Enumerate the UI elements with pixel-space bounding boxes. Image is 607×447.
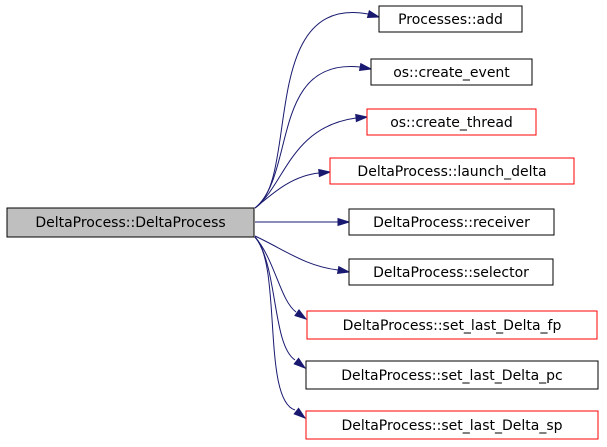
node-receiver[interactable]: DeltaProcess::receiver — [348, 208, 555, 236]
node-source-label: DeltaProcess::DeltaProcess — [35, 215, 225, 231]
edge-line — [254, 117, 357, 209]
edge-line — [254, 172, 320, 209]
node-box — [370, 58, 533, 86]
call-edge-8 — [254, 236, 307, 370]
edge-line — [254, 66, 361, 209]
arrowhead-icon — [355, 113, 369, 123]
node-label: DeltaProcess::receiver — [373, 215, 530, 231]
node-label: Processes::add — [398, 12, 503, 28]
node-label: DeltaProcess::set_last_Delta_fp — [343, 318, 562, 334]
call-edge-7 — [254, 236, 308, 320]
node-label: DeltaProcess::launch_delta — [357, 164, 546, 180]
node-launch-delta[interactable]: DeltaProcess::launch_delta — [329, 157, 575, 185]
node-box — [305, 410, 599, 440]
node-set-last-delta-sp[interactable]: DeltaProcess::set_last_Delta_sp — [305, 410, 599, 440]
call-edge-6 — [254, 235, 351, 275]
node-set-last-delta-pc[interactable]: DeltaProcess::set_last_Delta_pc — [305, 360, 599, 390]
node-set-last-delta-fp[interactable]: DeltaProcess::set_last_Delta_fp — [306, 310, 598, 340]
node-box — [366, 108, 537, 136]
edge-line — [254, 236, 296, 411]
node-os-create-thread[interactable]: os::create_thread — [366, 108, 537, 136]
call-edge-3 — [254, 113, 369, 209]
node-box — [348, 258, 554, 286]
node-label: os::create_event — [393, 65, 510, 81]
node-box — [378, 5, 523, 33]
arrowhead-icon — [293, 407, 307, 420]
arrowhead-icon — [336, 265, 351, 275]
node-label: DeltaProcess::selector — [373, 265, 529, 281]
node-selector[interactable]: DeltaProcess::selector — [348, 258, 554, 286]
edge-line — [254, 236, 296, 361]
arrowhead-icon — [366, 9, 381, 19]
arrowhead-icon — [294, 308, 308, 320]
arrowhead-icon — [318, 168, 332, 178]
call-edge-9 — [254, 236, 307, 420]
arrowhead-icon — [337, 217, 351, 227]
arrowhead-icon — [358, 62, 373, 72]
node-box — [348, 208, 555, 236]
call-edge-4 — [254, 168, 332, 209]
node-label: os::create_thread — [390, 115, 513, 131]
call-edges — [254, 9, 381, 420]
call-edge-2 — [254, 62, 373, 209]
node-label: DeltaProcess::set_last_Delta_sp — [341, 418, 562, 434]
node-label: DeltaProcess::set_last_Delta_pc — [341, 368, 562, 384]
call-edge-5 — [255, 217, 351, 227]
node-processes-add[interactable]: Processes::add — [378, 5, 523, 33]
arrowhead-icon — [293, 357, 307, 370]
node-box — [306, 310, 598, 340]
node-box — [329, 157, 575, 185]
edge-line — [254, 235, 339, 271]
edge-line — [254, 236, 297, 313]
node-source[interactable]: DeltaProcess::DeltaProcess — [6, 207, 255, 238]
node-os-create-event[interactable]: os::create_event — [370, 58, 533, 86]
node-box — [305, 360, 599, 390]
node-source-box — [6, 207, 255, 238]
